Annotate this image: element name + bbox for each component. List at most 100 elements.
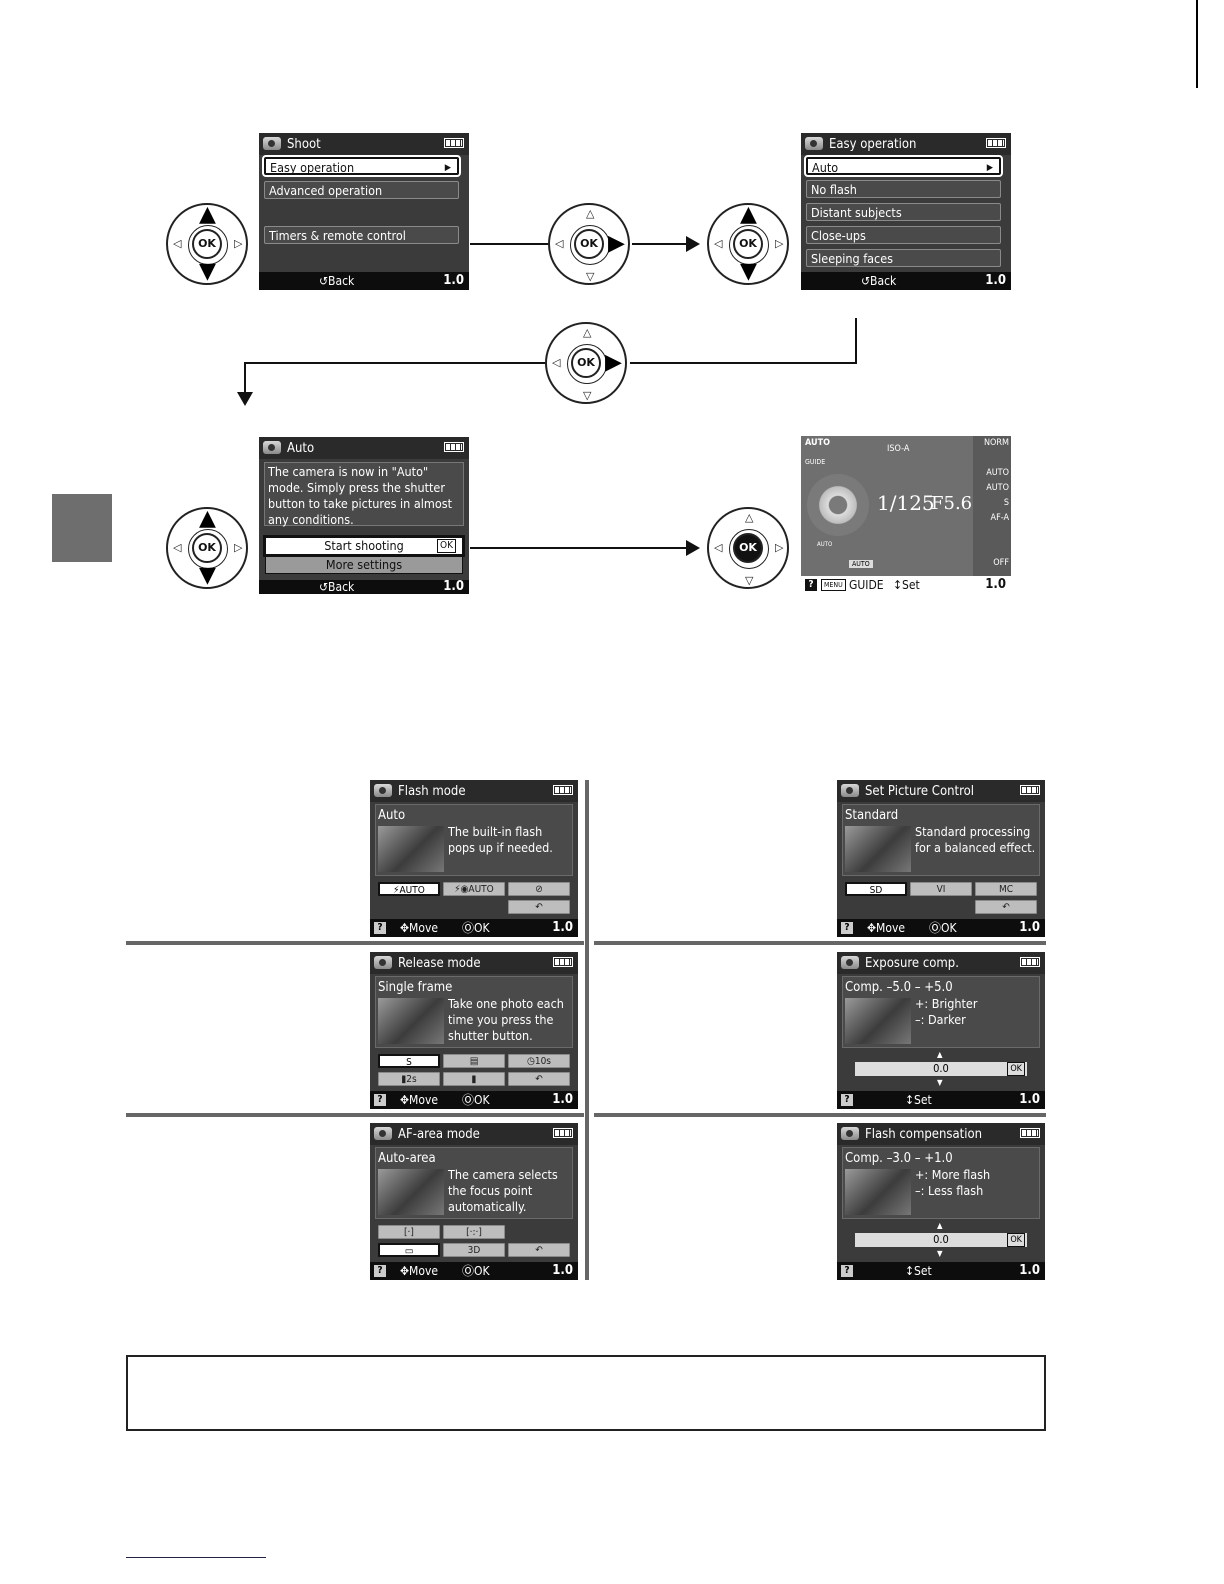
af-area-label: AUTO	[817, 541, 833, 548]
info-display-screen: AUTO GUIDE ISO-A AUTO 1/125 F5.6 NORM AU…	[801, 436, 1011, 594]
ok-label: OK	[474, 1093, 490, 1107]
move-label: Move	[876, 921, 905, 935]
note-box	[126, 1355, 1046, 1431]
single-point-option[interactable]: [·]	[378, 1225, 440, 1239]
flash-comp-screen: Flash compensation Comp. –3.0 – +1.0 +: …	[837, 1123, 1045, 1280]
ok-button: OK	[571, 348, 601, 378]
connector-line	[244, 362, 246, 394]
move-label: Move	[409, 921, 438, 935]
continuous-option[interactable]: ▤	[443, 1054, 505, 1068]
screen-title: Release mode	[398, 956, 481, 971]
more-settings-button[interactable]: More settings	[265, 556, 463, 574]
guide-label: GUIDE	[849, 578, 884, 592]
sample-photo	[378, 998, 444, 1044]
return-option[interactable]: ↶	[508, 1243, 570, 1257]
multi-selector-press-ok: OK △ ▽ ◁ ▷	[707, 507, 789, 589]
return-option[interactable]: ↶	[508, 900, 570, 914]
dynamic-area-option[interactable]: [·:·]	[443, 1225, 505, 1239]
grid-divider	[594, 1113, 1046, 1117]
frame-count: 1.0	[1019, 1092, 1040, 1107]
camera-icon	[841, 784, 859, 797]
battery-icon	[553, 785, 573, 795]
menu-item-auto[interactable]: Auto	[804, 155, 1003, 177]
grid-divider	[126, 941, 584, 945]
menu-item-timers[interactable]: Timers & remote control	[264, 226, 459, 244]
flash-mode-screen: Flash mode Auto The built-in flash pops …	[370, 780, 578, 937]
option-name: Comp. –3.0 – +1.0	[845, 1151, 953, 1166]
frame-count: 1.0	[1019, 920, 1040, 935]
camera-icon	[841, 1127, 859, 1140]
aperture-value: F5.6	[931, 493, 973, 514]
back-label: Back	[328, 274, 355, 288]
guide-mode-label: GUIDE	[805, 458, 826, 466]
back-label: Back	[328, 580, 355, 594]
connector-line	[855, 318, 857, 364]
return-option[interactable]: ↶	[975, 900, 1037, 914]
exposure-value-field[interactable]: 0.0 OK	[855, 1062, 1027, 1076]
picture-control-sd[interactable]: SD	[845, 882, 907, 896]
3d-tracking-option[interactable]: 3D	[443, 1243, 505, 1257]
menu-item-distant-subjects[interactable]: Distant subjects	[806, 203, 1001, 221]
remote-delay-option[interactable]: ▮2s	[378, 1072, 440, 1086]
multi-selector-up-down: OK ▲ ▼ ◁ ▷	[166, 507, 248, 589]
self-timer-option[interactable]: ◷10s	[508, 1054, 570, 1068]
multi-selector-up-down: OK ▲ ▼ ◁ ▷	[707, 203, 789, 285]
menu-item-advanced-operation[interactable]: Advanced operation	[264, 181, 459, 199]
frame-count: 1.0	[985, 273, 1006, 288]
move-label: Move	[409, 1264, 438, 1278]
flash-red-eye-option[interactable]: ⚡◉AUTO	[443, 882, 505, 896]
camera-icon	[263, 441, 281, 454]
auto-area-option[interactable]: ▭	[378, 1243, 440, 1257]
menu-item-no-flash[interactable]: No flash	[806, 180, 1001, 198]
grid-divider	[126, 1113, 584, 1117]
menu-item-easy-operation[interactable]: Easy operation	[262, 155, 461, 177]
easy-operation-screen: Easy operation Auto No flash Distant sub…	[801, 133, 1011, 290]
flash-auto-option[interactable]: ⚡AUTO	[378, 882, 440, 896]
multi-selector-right: OK △ ▽ ◁ ▶	[545, 322, 627, 404]
menu-badge: MENU	[821, 579, 846, 591]
frame-count: 1.0	[552, 1092, 573, 1107]
camera-icon	[805, 137, 823, 150]
option-name: Standard	[845, 808, 899, 823]
camera-icon	[263, 137, 281, 150]
ok-button: OK	[192, 533, 222, 563]
set-label: Set	[914, 1264, 932, 1278]
battery-icon	[553, 1128, 573, 1138]
ok-button: OK	[733, 533, 763, 563]
multi-selector-up-down: OK ▲ ▼ ◁ ▷	[166, 203, 248, 285]
page-top-rule	[1196, 0, 1198, 88]
single-frame-option[interactable]: S	[378, 1054, 440, 1068]
arrow-head-icon	[686, 236, 700, 252]
grid-divider	[594, 941, 1046, 945]
auto-mode-screen: Auto The camera is now in "Auto" mode. S…	[259, 437, 469, 594]
flash-comp-value-field[interactable]: 0.0 OK	[855, 1233, 1027, 1247]
remote-quick-option[interactable]: ▮	[443, 1072, 505, 1086]
option-name: Auto-area	[378, 1151, 436, 1166]
move-label: Move	[409, 1093, 438, 1107]
multi-selector-right: OK △ ▽ ◁ ▶	[548, 203, 630, 285]
ok-label: OK	[474, 921, 490, 935]
footnote-rule	[126, 1557, 266, 1558]
set-label: Set	[902, 578, 920, 592]
picture-control-screen: Set Picture Control Standard Standard pr…	[837, 780, 1045, 937]
screen-title: AF-area mode	[398, 1127, 480, 1142]
sample-photo	[845, 1169, 911, 1215]
picture-control-vi[interactable]: VI	[910, 882, 972, 896]
menu-item-sleeping-faces[interactable]: Sleeping faces	[806, 249, 1001, 267]
return-option[interactable]: ↶	[508, 1072, 570, 1086]
arrow-head-icon	[686, 540, 700, 556]
exposure-value: 0.0	[933, 1062, 949, 1075]
screen-title: Set Picture Control	[865, 784, 975, 799]
menu-item-close-ups[interactable]: Close-ups	[806, 226, 1001, 244]
sample-photo	[378, 826, 444, 872]
arrow-line	[470, 547, 692, 549]
start-shooting-button[interactable]: Start shooting OK	[263, 535, 465, 557]
grid-divider	[585, 780, 589, 1280]
ok-badge: OK	[1007, 1062, 1025, 1076]
connector-line	[245, 362, 545, 364]
picture-control-mc[interactable]: MC	[975, 882, 1037, 896]
ok-button: OK	[574, 229, 604, 259]
battery-icon	[553, 957, 573, 967]
flash-off-option[interactable]: ⊘	[508, 882, 570, 896]
iso-label: ISO-A	[887, 444, 910, 454]
